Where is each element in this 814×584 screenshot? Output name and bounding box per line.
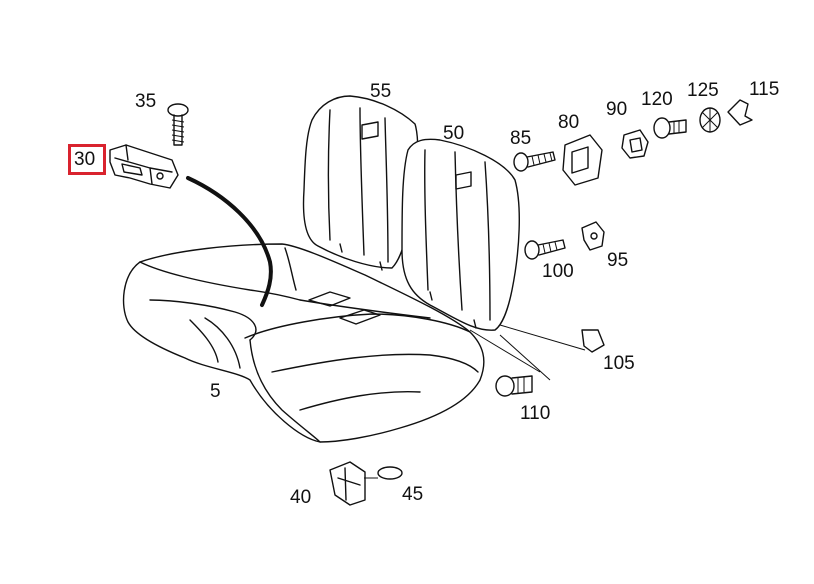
highlight-box-part-30 [68,144,106,175]
callout-55[interactable]: 55 [370,81,392,102]
bracket-part-95[interactable] [581,221,605,251]
nut-part-90[interactable] [621,129,649,159]
clip-part-80[interactable] [562,134,603,186]
screw-part-100[interactable] [524,239,566,260]
backrest-left-part-55[interactable] [302,95,419,271]
bracket-part-40[interactable] [329,461,366,506]
callout-110[interactable]: 110 [520,403,551,424]
backrest-right-part-50[interactable] [401,138,520,331]
callout-80[interactable]: 80 [558,112,580,133]
clip-part-115[interactable] [727,99,753,126]
callout-40[interactable]: 40 [290,487,312,508]
clip-part-105[interactable] [581,329,605,353]
callout-5[interactable]: 5 [210,381,221,402]
washer-part-125[interactable] [699,107,721,133]
bracket-part-30[interactable] [109,144,179,189]
callout-90[interactable]: 90 [606,99,628,120]
seat-rail [469,324,586,381]
callout-45[interactable]: 45 [402,484,424,505]
ring-part-45[interactable] [377,466,403,480]
callout-95[interactable]: 95 [607,250,629,271]
callout-100[interactable]: 100 [542,261,574,282]
callout-85[interactable]: 85 [510,128,532,149]
callout-120[interactable]: 120 [641,89,673,110]
screw-part-85[interactable] [513,151,556,172]
release-cable [186,176,273,307]
callout-35[interactable]: 35 [135,91,157,112]
seat-cushion-part-5[interactable] [122,243,485,443]
bolt-part-110[interactable] [495,375,533,397]
screw-part-35[interactable] [167,103,189,146]
callout-30[interactable]: 30 [74,149,96,170]
bolt-part-120[interactable] [653,117,687,139]
callout-50[interactable]: 50 [443,123,465,144]
callout-125[interactable]: 125 [687,80,719,101]
callout-105[interactable]: 105 [603,353,635,374]
callout-115[interactable]: 115 [749,79,780,100]
